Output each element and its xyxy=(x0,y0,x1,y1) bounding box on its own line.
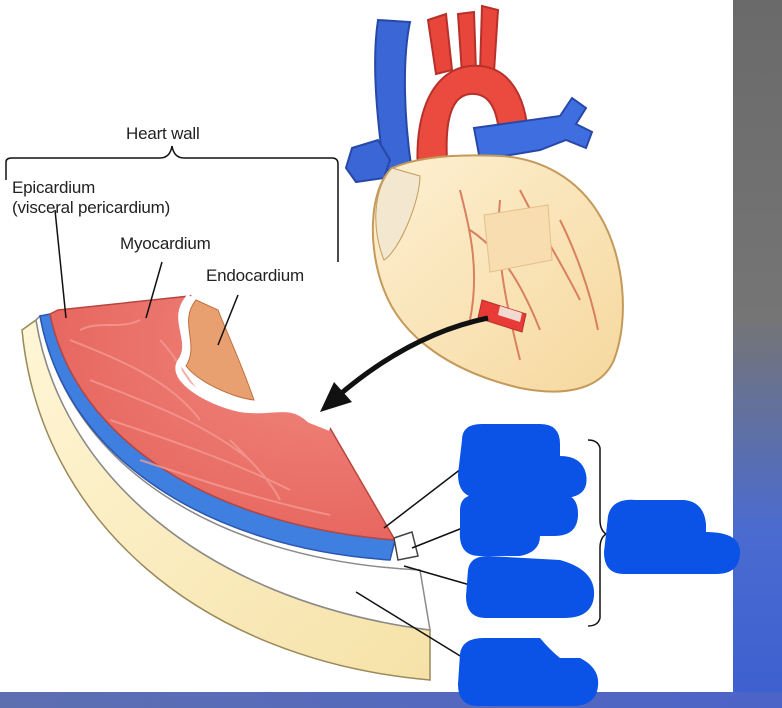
endocardium-boundary xyxy=(175,293,332,431)
redactions xyxy=(458,424,740,706)
redaction-label-4 xyxy=(458,638,599,706)
heart-wall-label: Heart wall xyxy=(126,124,200,143)
heart-wall-section xyxy=(21,293,431,681)
zoom-arrow xyxy=(320,315,489,412)
epicardium-sublabel: (visceral pericardium) xyxy=(12,198,171,217)
redaction-label-group xyxy=(604,499,740,574)
heart-illustration xyxy=(344,4,624,393)
aortic-branch-left xyxy=(426,12,454,76)
myocardium-label: Myocardium xyxy=(120,234,211,253)
redaction-label-3 xyxy=(466,556,595,618)
endocardium-label: Endocardium xyxy=(206,266,304,285)
background-side-panel xyxy=(733,0,782,708)
heart-stripes xyxy=(483,204,553,273)
redaction-label-2 xyxy=(459,494,578,556)
aortic-branch-right xyxy=(478,4,500,73)
aortic-branch-mid xyxy=(456,10,478,76)
myocardium-fibers xyxy=(69,319,331,516)
epicardium-label: Epicardium xyxy=(12,178,96,197)
pericardial-cavity xyxy=(35,314,431,631)
pulmonary-artery-right xyxy=(472,96,594,162)
heart-wall-bracket xyxy=(5,145,339,262)
redaction-label-1 xyxy=(458,424,587,498)
endocardium-tissue xyxy=(185,299,255,401)
cavity-wedge xyxy=(393,531,419,561)
right-atrium xyxy=(375,167,421,261)
